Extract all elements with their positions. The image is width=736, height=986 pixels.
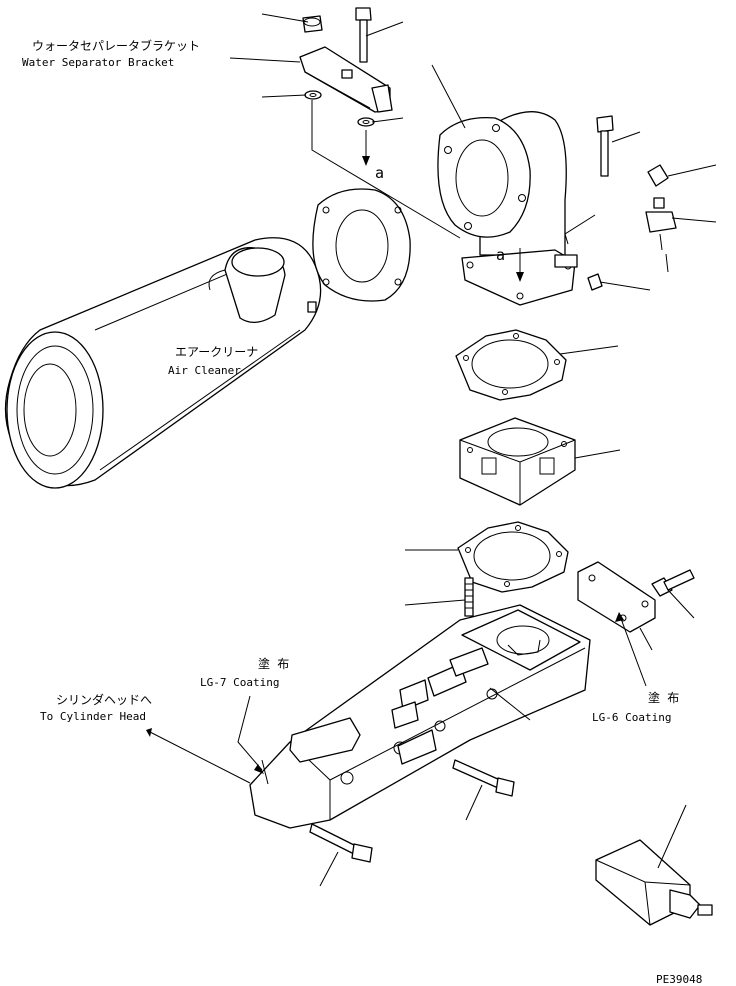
coating-jp-label-lg7: 塗 布 — [258, 656, 289, 671]
marker-a-upper: a — [375, 164, 384, 182]
arrow-a-lower — [516, 248, 524, 282]
washer-center — [357, 117, 375, 127]
water-separator-bracket-en-label: Water Separator Bracket — [22, 56, 174, 69]
arrow-lg7 — [237, 695, 264, 774]
coating-lg7-label: LG-7 Coating — [200, 676, 279, 689]
intake-manifold — [249, 604, 591, 829]
sensor-switch — [645, 197, 677, 273]
arrow-a-upper — [362, 130, 370, 166]
to-cylinder-head-en-label: To Cylinder Head — [40, 710, 146, 723]
marker-a-lower: a — [496, 246, 505, 264]
flange-gasket — [312, 188, 411, 302]
air-cleaner-jp-label: エアークリーナ — [175, 345, 258, 359]
fitting — [647, 164, 669, 187]
bolt-manifold-center — [452, 759, 515, 797]
coating-lg6-label: LG-6 Coating — [592, 711, 671, 724]
air-cleaner — [4, 237, 322, 489]
bolt-top — [355, 7, 372, 63]
spacer-block — [459, 417, 576, 506]
water-separator-bracket — [299, 46, 393, 113]
nut-top — [302, 15, 323, 33]
washer-left — [304, 90, 322, 100]
arrow-lg6 — [615, 612, 647, 687]
stud — [464, 577, 474, 617]
heater-element — [595, 839, 713, 926]
screw-small — [587, 273, 603, 291]
intake-elbow — [437, 111, 578, 306]
gasket-upper — [455, 329, 567, 401]
leader-lines — [229, 13, 717, 887]
coating-jp-label-lg6: 塗 布 — [648, 690, 679, 705]
bolt-manifold-bottom — [309, 823, 373, 863]
arrow-to-cylinder-head — [146, 728, 251, 784]
bolt-elbow-right — [596, 115, 614, 177]
bolt-cover — [651, 569, 695, 597]
to-cylinder-head-jp-label: シリンダヘッドへ — [56, 692, 152, 707]
water-separator-bracket-jp-label: ウォータセパレータブラケット — [32, 38, 200, 53]
drawing-number: PE39048 — [656, 973, 702, 986]
gasket-lower — [457, 521, 569, 593]
air-cleaner-en-label: Air Cleaner — [168, 364, 241, 377]
